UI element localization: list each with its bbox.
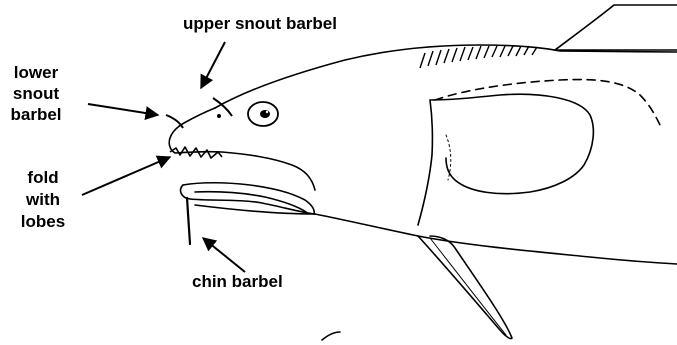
eye [248, 102, 278, 126]
label-line: with [18, 189, 68, 211]
label-fold-with-lobes: fold with lobes [18, 167, 68, 233]
head-top-outline [215, 45, 677, 108]
lower-jaw [183, 183, 314, 214]
pectoral-fin-ray [430, 238, 506, 335]
gill-cover [430, 94, 593, 193]
label-line: snout [6, 83, 66, 104]
label-line: lobes [18, 211, 68, 233]
label-line: fold [18, 167, 68, 189]
mouth-lobe [181, 185, 314, 214]
dorsal-fin-hatching [420, 46, 537, 68]
arrow-fold-with-lobes [82, 157, 170, 195]
label-lower-snout-barbel: lower snout barbel [6, 62, 66, 125]
lower-snout-barbel [166, 115, 183, 128]
label-line: lower [6, 62, 66, 83]
preopercle [418, 100, 432, 225]
dorsal-fin [555, 5, 677, 50]
arrow-upper-snout-barbel [201, 42, 225, 88]
pectoral-fin [418, 236, 512, 339]
label-line: barbel [6, 104, 66, 125]
throat-line [315, 214, 677, 264]
label-upper-snout-barbel: upper snout barbel [183, 14, 337, 34]
arrow-lower-snout-barbel [88, 104, 158, 115]
nostril [217, 114, 221, 118]
arrow-chin-barbel [203, 238, 245, 272]
chin-barbel [187, 198, 190, 244]
lateral-line [435, 80, 660, 125]
snout-outline [169, 108, 215, 153]
label-chin-barbel: chin barbel [192, 272, 283, 292]
